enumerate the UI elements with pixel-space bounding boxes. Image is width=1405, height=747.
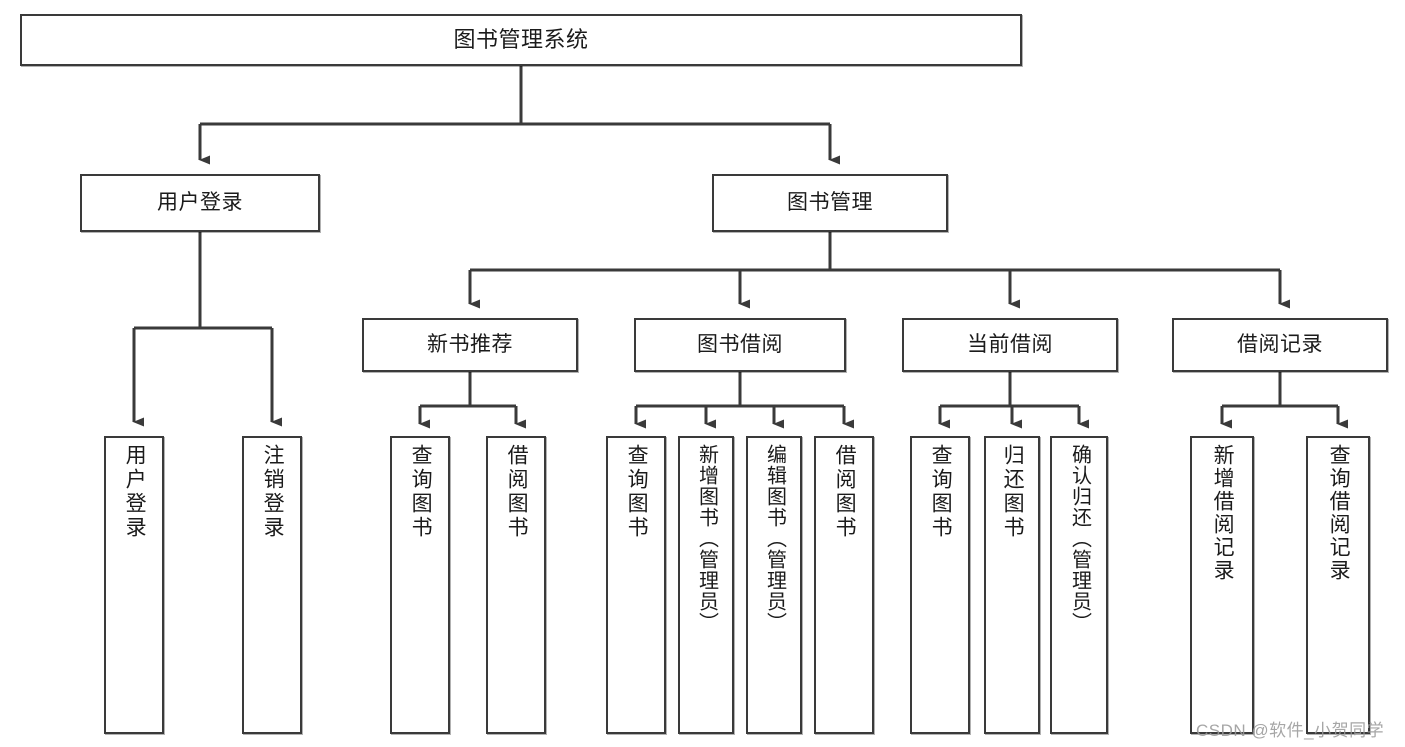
leaf-query-book-2[interactable]: 查询图书 (606, 436, 666, 734)
leaf-add-borrow-record-label: 新增借阅记录 (1211, 444, 1235, 582)
leaf-user-logout[interactable]: 注销登录 (242, 436, 302, 734)
node-book-borrow-label: 图书借阅 (697, 332, 783, 356)
leaf-confirm-return-admin-label: 确认归还（管理员） (1068, 444, 1091, 633)
node-borrow-record[interactable]: 借阅记录 (1172, 318, 1388, 372)
leaf-confirm-return-admin[interactable]: 确认归还（管理员） (1050, 436, 1108, 734)
connector-user-login-to-leaves (132, 232, 282, 427)
node-user-login[interactable]: 用户登录 (80, 174, 320, 232)
node-root[interactable]: 图书管理系统 (20, 14, 1022, 66)
leaf-add-book-admin[interactable]: 新增图书（管理员） (678, 436, 734, 734)
connector-new-book-rec-to-leaves (418, 372, 526, 429)
leaf-query-book-3[interactable]: 查询图书 (910, 436, 970, 734)
node-book-manage[interactable]: 图书管理 (712, 174, 948, 232)
leaf-query-book-1-label: 查询图书 (409, 444, 433, 540)
leaf-user-login[interactable]: 用户登录 (104, 436, 164, 734)
leaf-user-logout-label: 注销登录 (261, 444, 285, 540)
leaf-return-book-label: 归还图书 (1001, 444, 1025, 540)
leaf-query-borrow-record-label: 查询借阅记录 (1327, 444, 1351, 582)
node-user-login-label: 用户登录 (157, 190, 243, 214)
node-new-book-recommendation[interactable]: 新书推荐 (362, 318, 578, 372)
leaf-borrow-book-2-label: 借阅图书 (833, 444, 857, 540)
leaf-query-book-2-label: 查询图书 (625, 444, 649, 540)
connector-current-borrow-to-leaves (938, 372, 1089, 429)
leaf-query-book-3-label: 查询图书 (929, 444, 953, 540)
node-current-borrow-label: 当前借阅 (967, 332, 1053, 356)
leaf-borrow-book-1[interactable]: 借阅图书 (486, 436, 546, 734)
node-borrow-record-label: 借阅记录 (1237, 332, 1323, 356)
leaf-user-login-label: 用户登录 (123, 444, 147, 540)
connector-book-manage-to-level2 (468, 232, 1290, 309)
connector-root-to-level1 (198, 66, 840, 165)
leaf-return-book[interactable]: 归还图书 (984, 436, 1040, 734)
node-root-label: 图书管理系统 (453, 27, 589, 53)
leaf-borrow-book-2[interactable]: 借阅图书 (814, 436, 874, 734)
leaf-query-borrow-record[interactable]: 查询借阅记录 (1306, 436, 1370, 734)
node-book-manage-label: 图书管理 (787, 190, 873, 214)
connector-book-borrow-to-leaves (634, 372, 854, 429)
leaf-add-borrow-record[interactable]: 新增借阅记录 (1190, 436, 1254, 734)
leaf-edit-book-admin-label: 编辑图书（管理员） (763, 444, 786, 633)
leaf-query-book-1[interactable]: 查询图书 (390, 436, 450, 734)
leaf-edit-book-admin[interactable]: 编辑图书（管理员） (746, 436, 802, 734)
node-new-book-recommendation-label: 新书推荐 (427, 332, 513, 356)
leaf-borrow-book-1-label: 借阅图书 (505, 444, 529, 540)
leaf-add-book-admin-label: 新增图书（管理员） (695, 444, 718, 633)
node-current-borrow[interactable]: 当前借阅 (902, 318, 1118, 372)
node-book-borrow[interactable]: 图书借阅 (634, 318, 846, 372)
connector-borrow-record-to-leaves (1220, 372, 1348, 429)
